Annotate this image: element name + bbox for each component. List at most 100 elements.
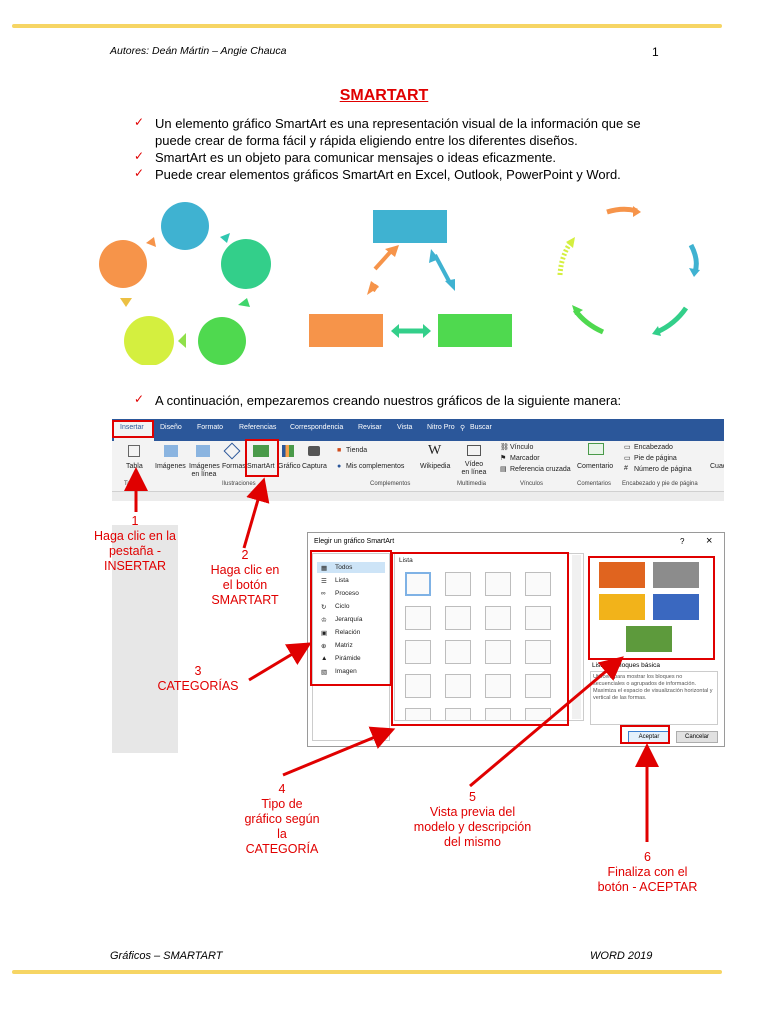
hierarchy-icon: ♔ — [321, 617, 327, 624]
video-icon[interactable] — [467, 445, 481, 456]
header-icon[interactable]: ▭ — [624, 444, 631, 451]
graphic-thumbnail[interactable] — [485, 572, 511, 596]
btn-wikipedia[interactable]: Wikipedia — [420, 463, 451, 470]
btn-referencia-cruzada[interactable]: Referencia cruzada — [510, 466, 571, 473]
link-icon[interactable]: ⛓ — [500, 444, 509, 451]
btn-imagenes-en-linea[interactable]: Imágenes en línea — [189, 463, 220, 478]
category-relacion[interactable]: Relación — [335, 629, 361, 636]
tab-revisar[interactable]: Revisar — [358, 424, 382, 431]
graphic-thumbnail[interactable] — [405, 674, 431, 698]
category-proceso[interactable]: Proceso — [335, 590, 359, 597]
dialog-title: Elegir un gráfico SmartArt — [314, 538, 395, 545]
graphic-thumbnail[interactable] — [445, 572, 471, 596]
tab-vista[interactable]: Vista — [397, 424, 413, 431]
graphic-thumbnail[interactable] — [485, 674, 511, 698]
btn-marcador[interactable]: Marcador — [510, 455, 540, 462]
graphic-list-pane: Lista — [394, 553, 584, 721]
image-icon[interactable] — [164, 445, 178, 457]
btn-captura[interactable]: Captura — [302, 463, 327, 470]
tab-diseno[interactable]: Diseño — [160, 424, 182, 431]
crossref-icon[interactable]: ▤ — [500, 466, 507, 473]
bookmark-icon[interactable]: ⚑ — [500, 455, 507, 462]
tab-nitro-pro[interactable]: Nitro Pro — [427, 424, 455, 431]
btn-numero-de-pagina[interactable]: Número de página — [634, 466, 692, 473]
list-scrollbar[interactable] — [572, 555, 581, 719]
category-todos[interactable]: Todos — [335, 564, 353, 571]
annotation-line: Finaliza con el — [607, 865, 688, 879]
tab-formato[interactable]: Formato — [197, 424, 224, 431]
graphic-thumbnail[interactable] — [525, 674, 551, 698]
annotation-line: el botón — [222, 578, 268, 592]
category-piramide[interactable]: Pirámide — [335, 655, 361, 662]
graphic-thumbnail[interactable] — [445, 674, 471, 698]
graphic-thumbnail[interactable] — [485, 708, 511, 720]
graphic-thumbnail[interactable] — [525, 708, 551, 720]
help-button[interactable]: ? — [680, 537, 685, 546]
page-number: 1 — [652, 45, 659, 59]
store-icon[interactable]: ■ — [337, 447, 342, 454]
preview-block — [652, 561, 700, 589]
tab-insertar[interactable]: Insertar — [120, 424, 144, 431]
btn-imagenes[interactable]: Imágenes — [155, 463, 186, 470]
annotation-line: pestaña - — [108, 544, 162, 558]
check-icon: ✓ — [134, 166, 145, 180]
btn-cuadro-de-texto[interactable]: Cuadro de texto — [710, 463, 724, 470]
bottom-rule — [12, 970, 722, 974]
graphic-thumbnail[interactable] — [405, 572, 431, 596]
graphic-thumbnail[interactable] — [405, 640, 431, 664]
category-matriz[interactable]: Matriz — [335, 642, 353, 649]
btn-pie-de-pagina[interactable]: Pie de página — [634, 455, 677, 462]
graphic-thumbnail[interactable] — [525, 606, 551, 630]
page-number-icon[interactable]: # — [624, 465, 628, 472]
bullet-1-line-1: Un elemento gráfico SmartArt es una repr… — [155, 116, 641, 131]
graphic-thumbnail[interactable] — [485, 640, 511, 664]
category-imagen[interactable]: Imagen — [335, 668, 357, 675]
btn-formas[interactable]: Formas — [222, 463, 246, 470]
ruler — [112, 491, 724, 501]
camera-icon[interactable] — [308, 446, 320, 456]
smartart-icon[interactable] — [253, 445, 269, 457]
bullet-2: SmartArt es un objeto para comunicar men… — [155, 150, 557, 165]
table-icon[interactable] — [128, 445, 140, 457]
graphic-thumbnail[interactable] — [445, 708, 471, 720]
group-vinculos: Vínculos — [520, 481, 544, 487]
category-jerarquia[interactable]: Jerarquía — [335, 616, 363, 623]
btn-tabla[interactable]: Tabla — [126, 463, 143, 470]
graphic-thumbnail[interactable] — [405, 606, 431, 630]
graphic-thumbnail[interactable] — [525, 572, 551, 596]
graphic-thumbnail[interactable] — [405, 708, 431, 720]
btn-grafico[interactable]: Gráfico — [278, 463, 301, 470]
graphic-thumbnail[interactable] — [445, 640, 471, 664]
annotation-number: 6 — [644, 850, 651, 864]
list-icon: ☰ — [321, 578, 327, 585]
graphic-thumbnail[interactable] — [525, 640, 551, 664]
graphic-thumbnail[interactable] — [445, 606, 471, 630]
tab-correspondencia[interactable]: Correspondencia — [290, 424, 344, 431]
cycle-icon: ↻ — [321, 604, 327, 611]
btn-smartart[interactable]: SmartArt — [247, 463, 275, 470]
wikipedia-icon[interactable]: W — [428, 443, 442, 458]
search-icon[interactable]: ⚲ — [460, 425, 466, 432]
ribbon-search[interactable]: Buscar — [470, 424, 492, 431]
graphic-thumbnail[interactable] — [485, 606, 511, 630]
cancel-button[interactable]: Cancelar — [676, 731, 718, 743]
annotation-number: 3 — [194, 664, 202, 678]
btn-comentario[interactable]: Comentario — [577, 463, 614, 470]
check-icon: ✓ — [134, 115, 145, 129]
close-button[interactable]: × — [706, 535, 713, 547]
btn-mis-complementos[interactable]: Mis complementos — [346, 463, 405, 470]
chart-icon[interactable] — [282, 445, 294, 457]
btn-vinculo[interactable]: Vínculo — [510, 444, 534, 451]
annotation-number: 1 — [131, 514, 139, 528]
btn-encabezado[interactable]: Encabezado — [634, 444, 673, 451]
btn-video-en-linea[interactable]: Vídeo en línea — [461, 461, 487, 476]
tab-referencias[interactable]: Referencias — [239, 424, 277, 431]
online-image-icon[interactable] — [196, 445, 210, 457]
category-lista[interactable]: Lista — [335, 577, 349, 584]
addins-icon[interactable]: ● — [337, 463, 342, 470]
comment-icon[interactable] — [588, 443, 604, 455]
category-ciclo[interactable]: Ciclo — [335, 603, 350, 610]
block-triangle-illustration — [309, 210, 512, 347]
btn-tienda[interactable]: Tienda — [346, 447, 368, 454]
footer-icon[interactable]: ▭ — [624, 455, 631, 462]
